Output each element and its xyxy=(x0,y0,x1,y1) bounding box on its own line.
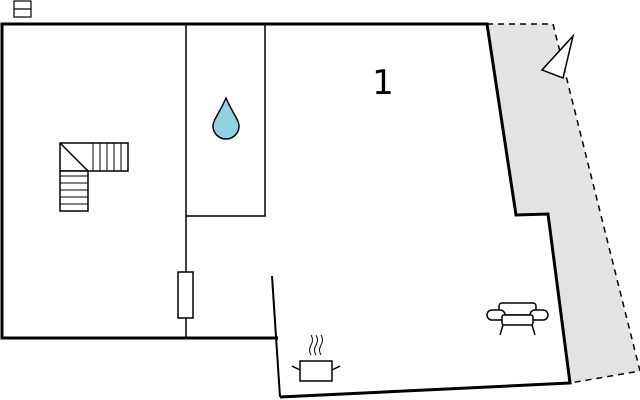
triangle-marker-icon xyxy=(540,33,575,80)
stairs-icon xyxy=(59,142,129,212)
bathroom-wall xyxy=(186,24,266,217)
interior-wall-kitchen xyxy=(271,275,281,398)
cooking-pot-icon xyxy=(291,334,341,382)
room-label: 1 xyxy=(372,63,394,103)
exterior-wall xyxy=(0,22,572,399)
outdoor-area-dashed-border xyxy=(487,23,640,384)
legend-icon xyxy=(13,0,32,18)
outdoor-area xyxy=(487,24,640,383)
sofa-icon xyxy=(486,302,549,336)
water-drop-icon xyxy=(212,96,240,140)
door-icon xyxy=(177,271,194,319)
